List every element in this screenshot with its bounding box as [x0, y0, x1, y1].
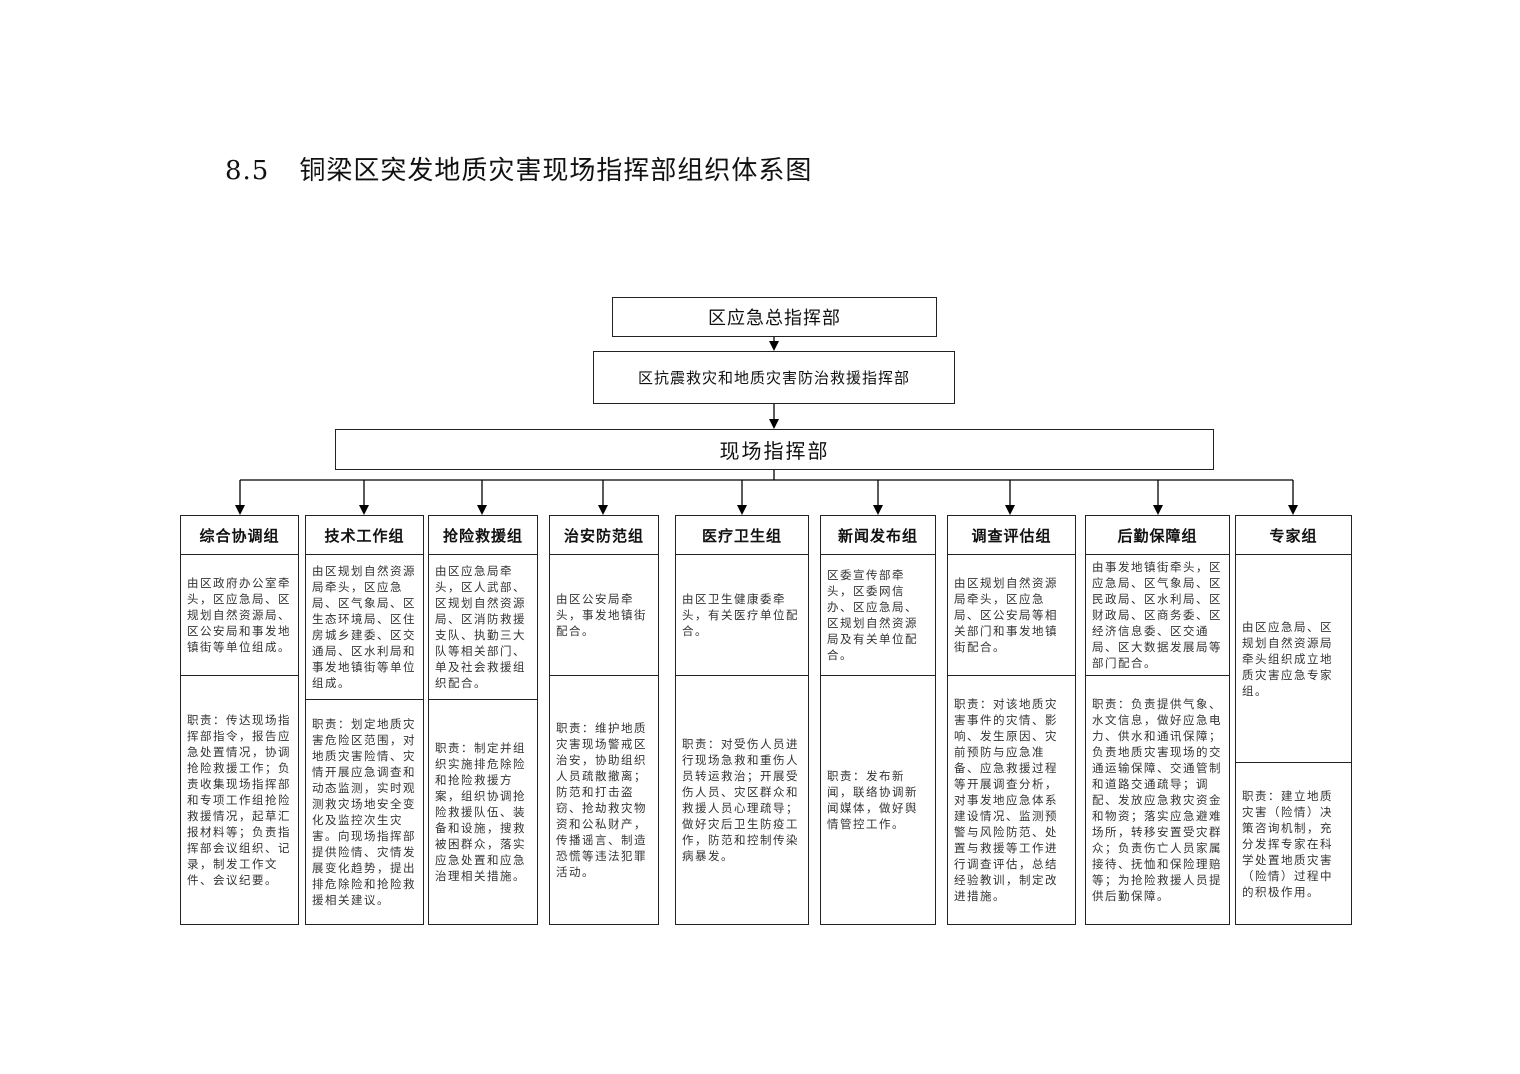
group-duty: 职责：对该地质灾害事件的灾情、影响、发生原因、灾前预防与应急准备、应急救援过程等… [954, 697, 1058, 903]
group-duty: 职责：建立地质灾害（险情）决策咨询机制，充分发挥专家在科学处置地质灾害（险情）过… [1242, 788, 1333, 899]
group-name: 治安防范组 [550, 516, 658, 555]
group-duty: 职责：制定并组织实施排危除险和抢险救援方案，组织协调抢险救援队伍、装备和设施，搜… [435, 741, 526, 883]
onsite-command-box: 现场指挥部 [335, 429, 1214, 470]
group-duty: 职责：负责提供气象、水文信息，做好应急电力、供水和通讯保障；负责地质灾害现场的交… [1092, 697, 1222, 903]
group-duty: 职责：对受伤人员进行现场急救和重伤人员转运救治；开展受伤人员、灾区群众和救援人员… [682, 737, 799, 863]
group-members: 由区公安局牵头，事发地镇街配合。 [550, 555, 658, 676]
group-name: 抢险救援组 [429, 516, 537, 555]
group-duty: 职责：维护地质灾害现场警戒区治安，协助组织人员疏散撤离；防范和打击盗窃、抢劫救灾… [556, 721, 647, 879]
group-box: 医疗卫生组 由区卫生健康委牵头，有关医疗单位配合。 职责：对受伤人员进行现场急救… [675, 515, 809, 925]
arrow-head-icon [1005, 505, 1015, 515]
group-members: 由区应急局牵头，区人武部、区规划自然资源局、区消防救援支队、执勤三大队等相关部门… [429, 555, 537, 700]
group-box: 新闻发布组 区委宣传部牵头，区委网信办、区应急局、区规划自然资源局及有关单位配合… [820, 515, 936, 925]
group-box: 治安防范组 由区公安局牵头，事发地镇街配合。 职责：维护地质灾害现场警戒区治安，… [549, 515, 659, 925]
earthquake-geohazard-command-box: 区抗震救灾和地质灾害防治救援指挥部 [593, 351, 955, 404]
group-members: 由区政府办公室牵头，区应急局、区规划自然资源局、区公安局和事发地镇街等单位组成。 [181, 555, 298, 676]
group-members: 区委宣传部牵头，区委网信办、区应急局、区规划自然资源局及有关单位配合。 [821, 555, 935, 676]
arrow-head-icon [598, 505, 608, 515]
group-name: 技术工作组 [306, 516, 423, 555]
group-box: 调查评估组 由区规划自然资源局牵头，区应急局、区公安局等相关部门和事发地镇街配合… [947, 515, 1076, 925]
arrow-head-icon [873, 505, 883, 515]
group-box: 抢险救援组 由区应急局牵头，区人武部、区规划自然资源局、区消防救援支队、执勤三大… [428, 515, 538, 925]
arrow-head-icon [737, 505, 747, 515]
group-members: 由区规划自然资源局牵头，区应急局、区气象局、区生态环境局、区住房城乡建委、区交通… [306, 555, 423, 700]
group-members: 由区卫生健康委牵头，有关医疗单位配合。 [676, 555, 808, 676]
district-emergency-command-box: 区应急总指挥部 [612, 297, 937, 337]
group-members: 由事发地镇街牵头，区应急局、区气象局、区民政局、区水利局、区财政局、区商务委、区… [1086, 555, 1229, 676]
group-duty: 职责：划定地质灾害危险区范围，对地质灾害险情、灾情开展应急调查和动态监测，实时观… [312, 717, 416, 907]
arrow-head-icon [1288, 505, 1298, 515]
group-members: 由区规划自然资源局牵头，区应急局、区公安局等相关部门和事发地镇街配合。 [948, 555, 1075, 676]
group-name: 新闻发布组 [821, 516, 935, 555]
group-name: 专家组 [1236, 516, 1351, 555]
arrow-head-icon [477, 505, 487, 515]
group-box: 专家组 由区应急局、区规划自然资源局牵头组织成立地质灾害应急专家组。 职责：建立… [1235, 515, 1352, 925]
arrow-head-icon [769, 341, 779, 351]
arrow-head-icon [1153, 505, 1163, 515]
group-name: 调查评估组 [948, 516, 1075, 555]
group-name: 综合协调组 [181, 516, 298, 555]
arrow-head-icon [769, 419, 779, 429]
group-members: 由区应急局、区规划自然资源局牵头组织成立地质灾害应急专家组。 [1236, 555, 1351, 763]
arrow-head-icon [235, 505, 245, 515]
group-box: 综合协调组 由区政府办公室牵头，区应急局、区规划自然资源局、区公安局和事发地镇街… [180, 515, 299, 925]
group-duty: 职责：发布新闻，联络协调新闻媒体，做好舆情管控工作。 [827, 769, 918, 831]
group-name: 后勤保障组 [1086, 516, 1229, 555]
group-box: 后勤保障组 由事发地镇街牵头，区应急局、区气象局、区民政局、区水利局、区财政局、… [1085, 515, 1230, 925]
arrow-head-icon [359, 505, 369, 515]
group-box: 技术工作组 由区规划自然资源局牵头，区应急局、区气象局、区生态环境局、区住房城乡… [305, 515, 424, 925]
group-duty: 职责：传达现场指挥部指令，报告应急处置情况，协调抢险救援工作；负责收集现场指挥部… [187, 713, 291, 887]
group-name: 医疗卫生组 [676, 516, 808, 555]
